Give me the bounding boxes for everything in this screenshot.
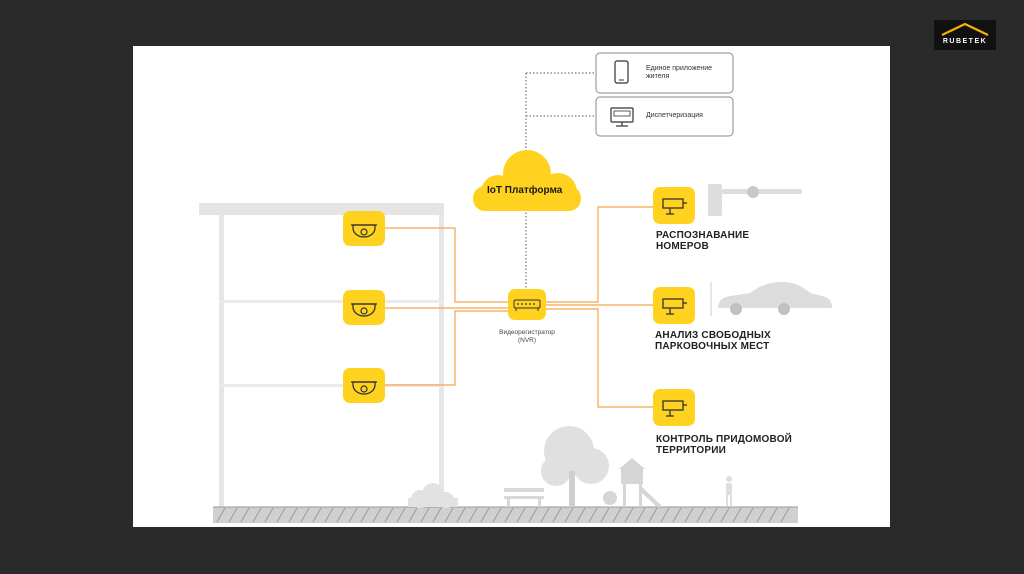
service-caption-line1: АНАЛИЗ СВОБОДНЫХ: [655, 330, 771, 341]
person-icon: [726, 476, 732, 506]
ground: [213, 506, 798, 523]
cloud-label: IoT Платформа: [487, 185, 563, 196]
diagram-canvas: [199, 52, 832, 523]
car-icon: [710, 282, 832, 316]
camera-icon: [653, 287, 695, 324]
dome-camera-icon: [343, 211, 385, 246]
service-caption-line2: НОМЕРОВ: [656, 241, 709, 252]
service-caption-territory: КОНТРОЛЬ ПРИДОМОВОЙ ТЕРРИТОРИИ: [656, 434, 792, 456]
playground-icon: [603, 458, 663, 507]
rubetek-logo: RUBETEK: [934, 20, 996, 50]
cloud-links: [525, 72, 596, 296]
bench-icon: [504, 488, 544, 507]
logo-text: RUBETEK: [942, 38, 988, 45]
tree-icon: [541, 426, 609, 507]
bush-icon: [408, 483, 458, 508]
smartphone-icon: [614, 60, 629, 84]
slide: Единое приложение жителя Диспетчеризация…: [133, 46, 890, 527]
service-caption-line2: ТЕРРИТОРИИ: [656, 445, 726, 456]
service-caption-line2: ПАРКОВОЧНЫХ МЕСТ: [655, 341, 770, 352]
camera-icon: [653, 187, 695, 224]
resident-app-box: [595, 52, 734, 94]
nvr-label: Видеорегистратор (NVR): [477, 329, 577, 345]
service-caption-line1: КОНТРОЛЬ ПРИДОМОВОЙ: [656, 434, 793, 445]
service-caption-plates: РАСПОЗНАВАНИЕ НОМЕРОВ: [656, 230, 749, 252]
dispatch-box: [595, 96, 734, 137]
roof-logo-icon: [941, 22, 989, 36]
camera-icon: [653, 389, 695, 426]
building: [199, 203, 444, 507]
resident-app-label-line1: Единое приложение: [646, 65, 713, 72]
dome-camera-icon: [343, 290, 385, 325]
service-caption-line1: РАСПОЗНАВАНИЕ: [656, 230, 750, 241]
dome-camera-icon: [343, 368, 385, 403]
monitor-icon: [610, 107, 634, 127]
nvr-label-line2: (NVR): [517, 337, 537, 344]
dispatch-label: Диспетчеризация: [646, 112, 703, 119]
resident-app-label-line2: жителя: [646, 73, 670, 80]
barrier-gate-icon: [708, 184, 802, 216]
nvr-icon: [508, 289, 546, 320]
resident-app-label: Единое приложение жителя: [646, 65, 712, 81]
nvr-label-line1: Видеорегистратор: [499, 329, 555, 336]
camera-links: [385, 206, 653, 408]
iot-cloud-icon: [473, 150, 581, 211]
service-caption-parking: АНАЛИЗ СВОБОДНЫХ ПАРКОВОЧНЫХ МЕСТ: [655, 330, 771, 352]
